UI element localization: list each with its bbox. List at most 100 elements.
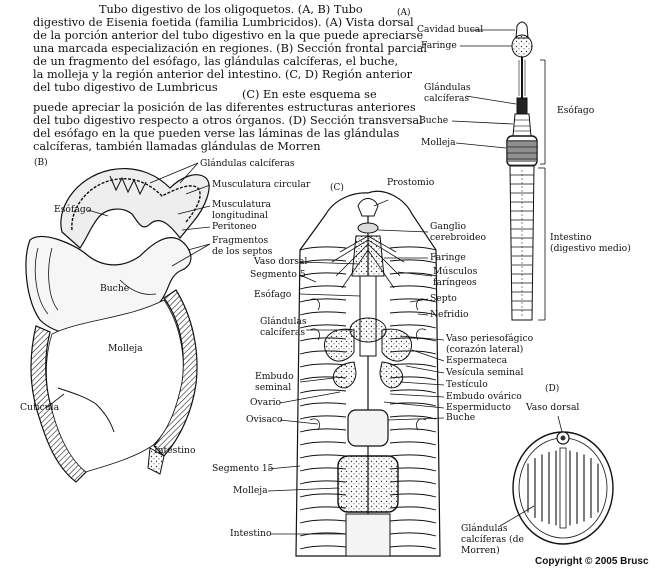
label-c-segmento-5: Segmento 5	[250, 269, 306, 280]
nephridia	[309, 298, 427, 431]
esophagus-wall	[60, 168, 210, 249]
caption-line-4: una marcada especialización en regiones.…	[33, 42, 428, 55]
vesicle-lower-right	[379, 361, 404, 389]
label-b-esofago: Esófago	[54, 204, 92, 215]
calciferous-gland-c	[349, 317, 387, 343]
label-a-buche: Buche	[419, 115, 449, 126]
label-a-faringe: Faringe	[421, 40, 457, 51]
label-c-buche: Buche	[446, 412, 476, 423]
label-c-nefridio: Nefridio	[430, 309, 469, 320]
label-a-esofago: Esófago	[557, 105, 595, 116]
label-b-musculatura: Musculatura	[212, 199, 271, 210]
label-c-ganglio: Ganglio	[430, 221, 467, 232]
label-b-musculatura-circular: Musculatura circular	[212, 179, 311, 190]
label-d-morren: Morren)	[461, 545, 500, 556]
cerebral-ganglion-shape	[357, 222, 379, 234]
label-c-prostomio: Prostomio	[387, 177, 435, 188]
label-a-molleja: Molleja	[421, 137, 456, 148]
label-c-vaso-dorsal: Vaso dorsal	[254, 256, 308, 267]
label-b-peritoneo: Peritoneo	[212, 221, 257, 232]
prostomium-shape	[357, 198, 379, 217]
label-b-longitudinal: longitudinal	[212, 210, 268, 221]
panel-label-d: (D)	[545, 384, 560, 394]
calciferous-gland-folds	[109, 175, 147, 196]
label-c-vaso-periesofagico: Vaso periesofágico	[446, 333, 534, 344]
caption-line-6: la molleja y la región anterior del inte…	[33, 68, 413, 81]
label-c-intestino: Intestino	[230, 528, 272, 539]
gizzard-shape-c	[337, 455, 399, 513]
panel-a-drawing	[451, 21, 546, 321]
caption-line-2: digestivo de Eisenia foetida (familia Lu…	[33, 16, 414, 29]
label-c-septo: Septo	[430, 293, 457, 304]
label-d-calciferas-de: calcíferas (de	[461, 534, 524, 545]
label-c-segmento-15: Segmento 15	[212, 463, 274, 474]
panel-c-leaders	[267, 199, 445, 535]
label-c-corazon-lateral: (corazón lateral)	[446, 344, 524, 355]
label-c-espermiducto: Espermiducto	[446, 402, 511, 413]
caption-line-10: del tubo digestivo respecto a otros órga…	[33, 114, 423, 127]
caption-line-3: de la porción anterior del tubo digestiv…	[33, 29, 424, 42]
label-a-cavidad-bucal: Cavidad bucal	[417, 24, 484, 35]
caption-line-12: calcíferas, también llamadas glándulas d…	[33, 140, 321, 153]
label-c-faringe: Faringe	[430, 252, 466, 263]
label-c-cerebroideo: cerebroideo	[430, 232, 487, 243]
label-b-intestino: Intestino	[154, 445, 196, 456]
label-c-esofago: Esófago	[254, 289, 292, 300]
pharynx-shape	[511, 34, 533, 58]
label-b-cuticula: Cutícula	[20, 402, 60, 413]
intestine-shape-c	[345, 513, 391, 557]
buccal-cavity-shape	[515, 21, 529, 39]
gizzard-wall-right	[153, 289, 198, 457]
caption-line-1: Tubo digestivo de los oligoquetos. (A, B…	[99, 3, 363, 16]
label-d-vaso-dorsal: Vaso dorsal	[526, 402, 580, 413]
label-c-embudo: Embudo	[255, 371, 294, 382]
label-a-intestino: Intestino	[550, 232, 592, 243]
label-c-embudo-ovarico: Embudo ovárico	[446, 391, 522, 402]
crop-shape	[512, 113, 532, 137]
label-a-glandulas: Glándulas	[424, 82, 471, 93]
label-b-fragmentos: Fragmentos	[212, 235, 269, 246]
caption-line-11: del esófago en la que pueden verse las l…	[33, 127, 400, 140]
caption-line-8: (C) En este esquema se	[242, 88, 377, 101]
label-c-seminal: seminal	[255, 382, 292, 393]
seminal-vesicle-left	[324, 328, 355, 362]
copyright-notice: Copyright © 2005 Brusc	[535, 556, 649, 567]
label-b-molleja: Molleja	[108, 343, 143, 354]
panel-label-c: (C)	[330, 183, 344, 193]
label-c-testiculo: Testículo	[446, 379, 488, 390]
esophagus-shape-c	[359, 275, 377, 357]
label-c-faringeos: faríngeos	[433, 277, 477, 288]
calciferous-glands-shape	[516, 97, 528, 115]
panel-d-drawing	[499, 415, 614, 545]
seminal-vesicle-right	[381, 328, 412, 362]
caption-line-7: del tubo digestivo de Lumbricus	[33, 81, 218, 94]
caption-line-5: de un fragmento del esófago, las glándul…	[33, 55, 399, 68]
label-c-ovisaco: Ovisaco	[246, 414, 283, 425]
gland-lamellae	[527, 450, 599, 526]
label-a-digestivo-medio: (digestivo medio)	[550, 243, 631, 254]
label-a-calciferas: calcíferas	[424, 93, 470, 104]
label-b-de-los-septos: de los septos	[212, 246, 273, 257]
label-c-ovario: Ovario	[250, 397, 282, 408]
label-b-buche: Buche	[100, 283, 130, 294]
panel-b-leaders	[45, 162, 211, 409]
label-c-molleja: Molleja	[233, 485, 268, 496]
pharynx-shape-c	[351, 235, 385, 277]
caption-line-9: puede apreciar la posición de las difere…	[33, 101, 416, 114]
vesicle-lower-left	[332, 361, 357, 389]
central-lumen	[559, 447, 567, 529]
label-c-glandulas: Glándulas	[260, 316, 307, 327]
panel-label-b: (B)	[34, 158, 48, 168]
label-b-glandulas-calciferas: Glándulas calcíferas	[200, 158, 295, 169]
panel-b-drawing	[25, 162, 211, 483]
panel-label-a: (A)	[397, 8, 411, 18]
panel-d-leaders	[499, 415, 563, 527]
cuticle-line	[57, 387, 115, 433]
gizzard-lumen	[45, 299, 184, 473]
label-c-calciferas: calcíferas	[260, 327, 306, 338]
crop-shape-c	[347, 409, 389, 447]
label-c-musculos: Músculos	[433, 266, 478, 277]
label-c-espermateca: Espermateca	[446, 355, 508, 366]
